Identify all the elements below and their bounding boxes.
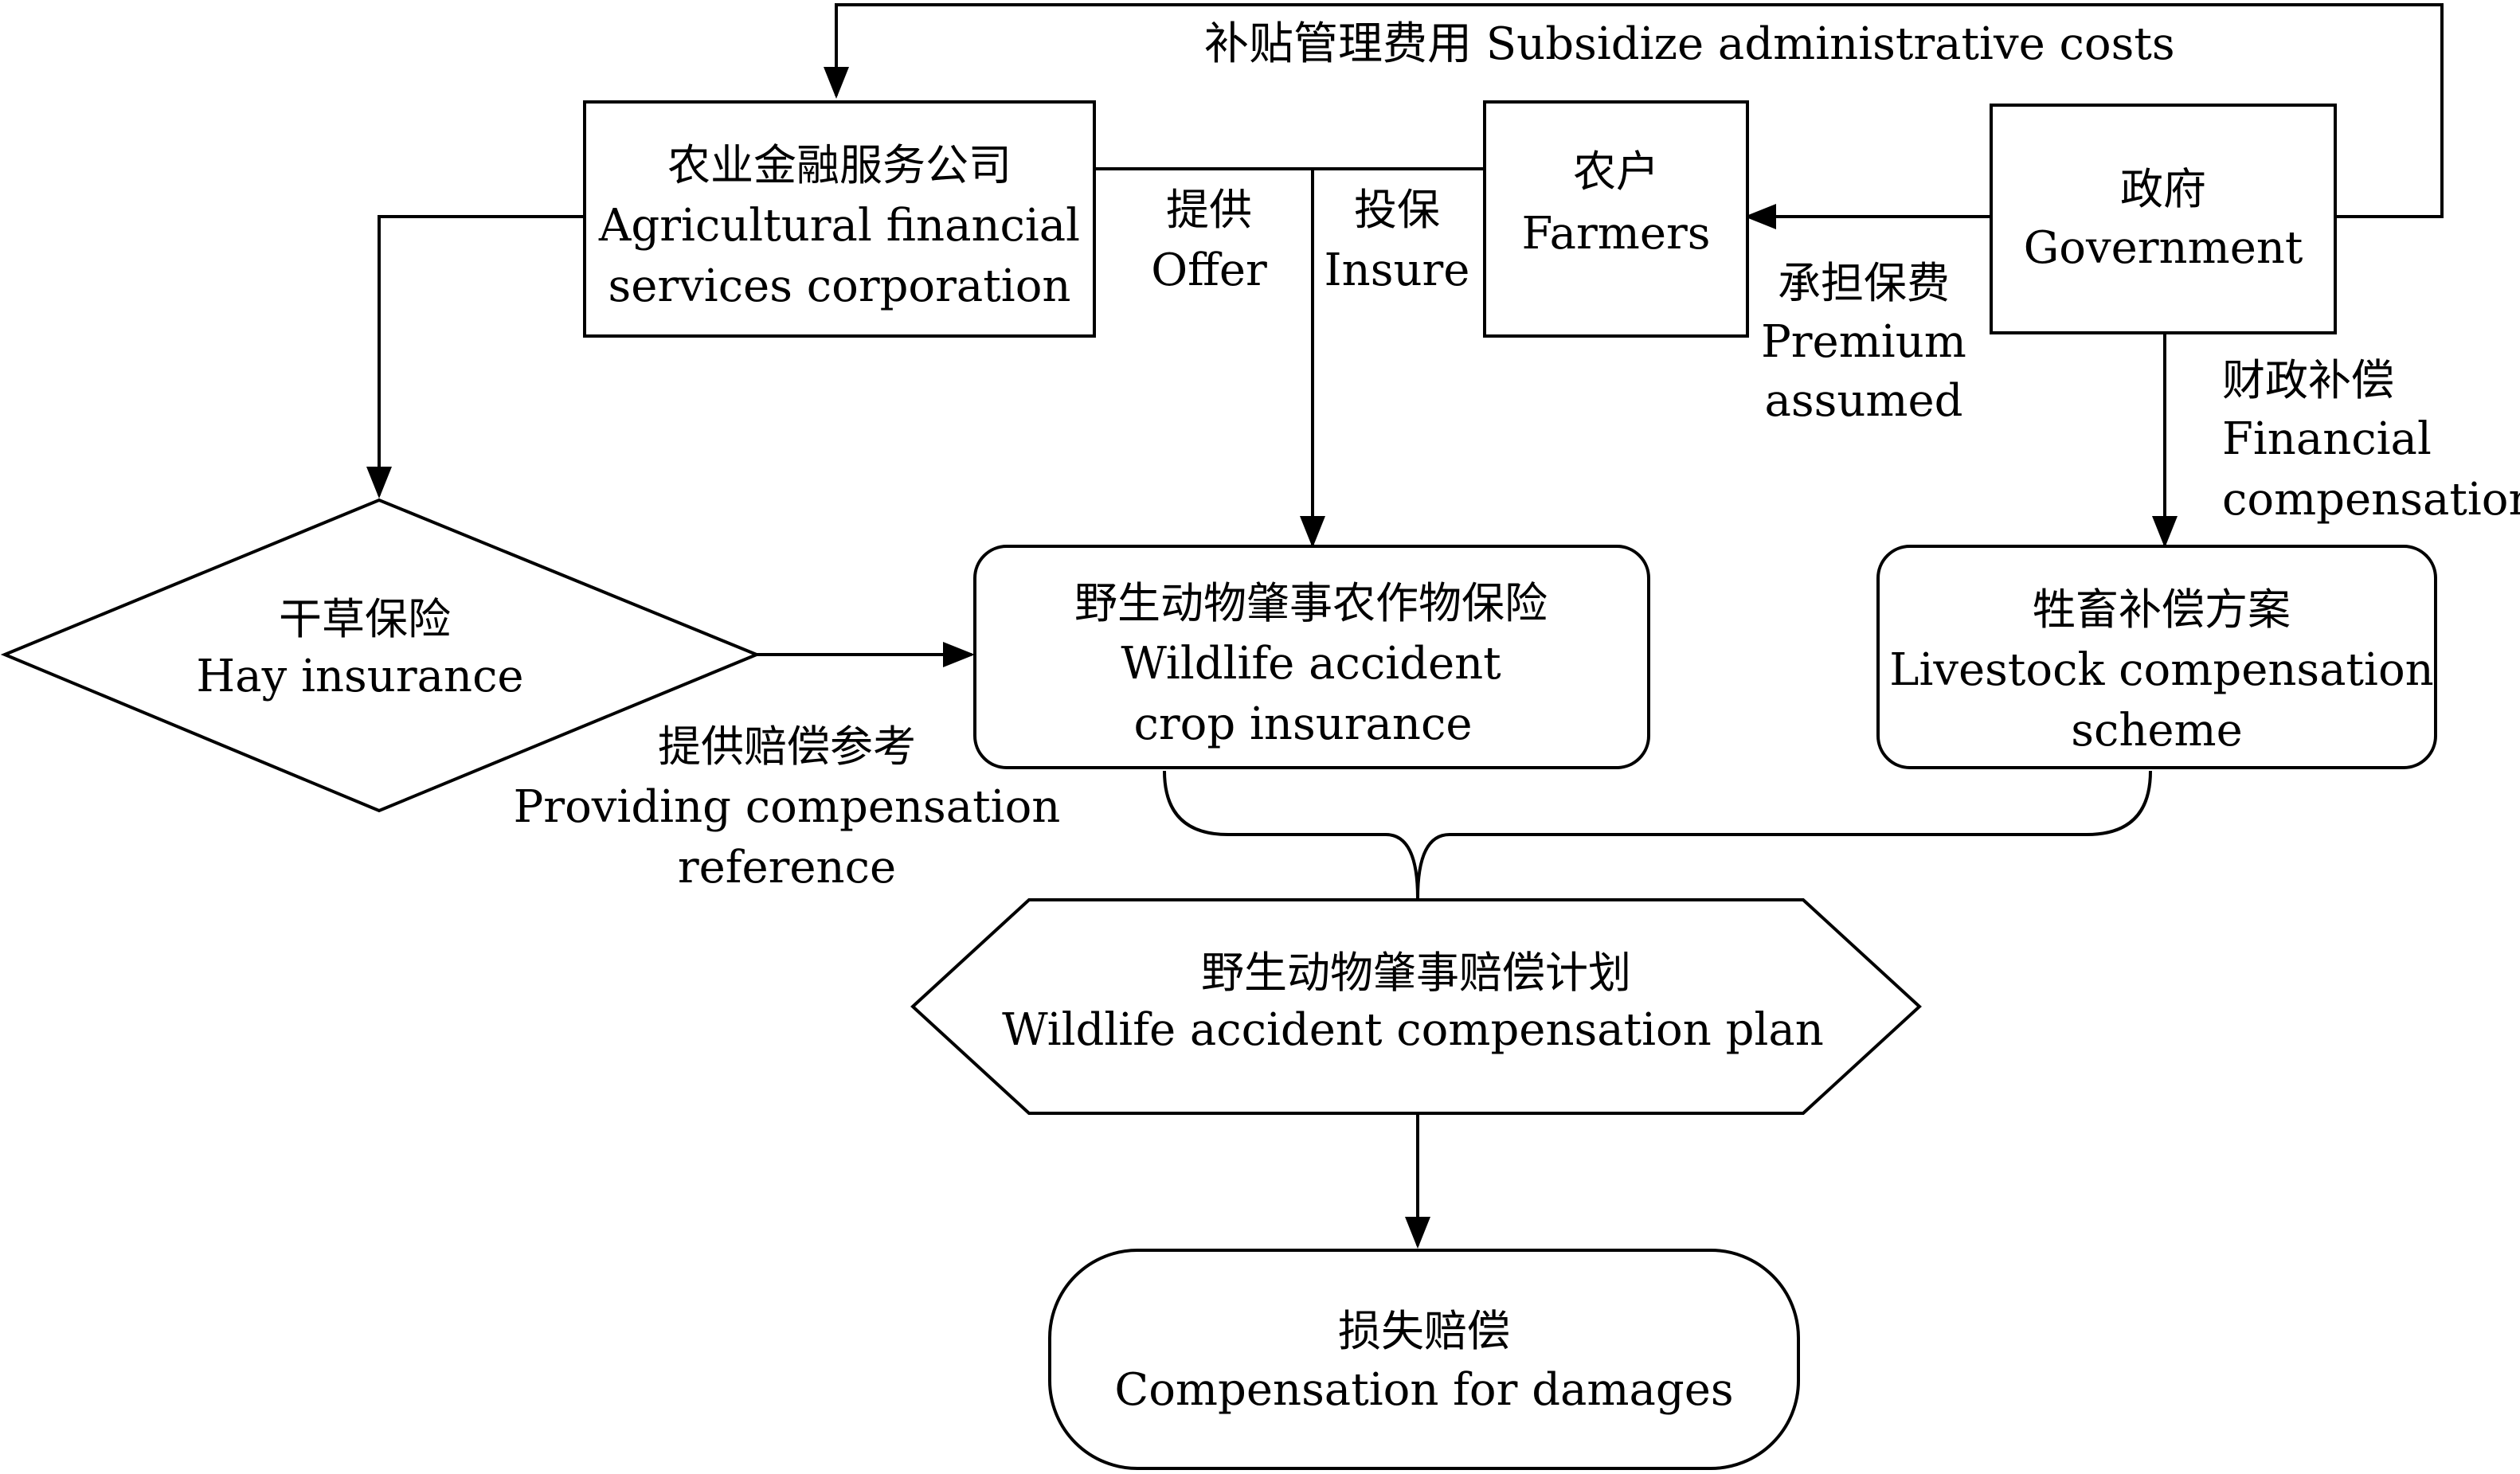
brace-merge (1163, 770, 2152, 899)
node-government: 政府 Government (1990, 104, 2337, 334)
agri-corp-en-1: Agricultural financial (598, 200, 1080, 252)
farmers-en: Farmers (1522, 208, 1711, 260)
label-reference-en-1: Providing compensation (514, 781, 1061, 833)
label-reference-zh: 提供赔偿参考 (658, 721, 916, 772)
label-premium-en-1: Premium (1761, 316, 1966, 368)
compensation-plan-en: Wildlife accident compensation plan (1002, 1004, 1824, 1056)
crop-insurance-en-1: Wildlife accident (1121, 638, 1501, 690)
crop-insurance-en-2: crop insurance (1133, 698, 1472, 750)
agri-corp-zh: 农业金融服务公司 (667, 140, 1012, 190)
label-offer-zh: 提供 (1166, 185, 1252, 235)
node-livestock-scheme: 牲畜补偿方案 Livestock compensation scheme (1876, 545, 2437, 769)
agri-corp-en-2: services corporation (608, 260, 1071, 312)
node-farmers: 农户 Farmers (1483, 100, 1749, 338)
label-premium-en-2: assumed (1764, 375, 1962, 427)
label-reference: 提供赔偿参考 Providing compensation reference (514, 721, 1061, 893)
label-premium-zh: 承担保费 (1778, 258, 1950, 308)
label-insure-en: Insure (1325, 244, 1470, 296)
node-crop-insurance: 野生动物肇事农作物保险 Wildlife accident crop insur… (973, 545, 1650, 769)
label-insure: 投保 Insure (1325, 185, 1470, 296)
edge-subsidize (824, 3, 2444, 218)
damages-en: Compensation for damages (1114, 1364, 1733, 1416)
label-financial-zh: 财政补偿 (2222, 355, 2394, 405)
label-premium: 承担保费 Premium assumed (1761, 258, 1966, 427)
label-offer-en: Offer (1151, 244, 1267, 296)
government-zh: 政府 (2120, 164, 2206, 214)
farmers-zh: 农户 (1573, 147, 1659, 197)
hay-insurance-en: Hay insurance (196, 651, 523, 702)
node-hay-insurance: 干草保险 Hay insurance (0, 498, 761, 813)
label-financial-en-2: compensation (2222, 474, 2520, 526)
label-financial: 财政补偿 Financial compensation (2222, 355, 2520, 526)
label-subsidize: 补贴管理费用 Subsidize administrative costs (1204, 18, 2175, 70)
label-financial-en-1: Financial (2222, 413, 2432, 465)
livestock-scheme-en-1: Livestock compensation (1889, 644, 2433, 696)
node-compensation-plan: 野生动物肇事赔偿计划 Wildlife accident compensatio… (910, 898, 1922, 1115)
hay-insurance-zh: 干草保险 (279, 594, 451, 644)
edge-corp-hay (366, 215, 585, 499)
label-offer: 提供 Offer (1151, 185, 1267, 296)
government-en: Government (2024, 222, 2303, 274)
livestock-scheme-en-2: scheme (2071, 705, 2243, 757)
node-agri-corp: 农业金融服务公司 Agricultural financial services… (583, 100, 1096, 338)
crop-insurance-zh: 野生动物肇事农作物保险 (1074, 578, 1548, 628)
label-reference-en-2: reference (678, 842, 896, 893)
livestock-scheme-zh: 牲畜补偿方案 (2033, 585, 2291, 635)
compensation-plan-zh: 野生动物肇事赔偿计划 (1201, 948, 1631, 998)
node-damages: 损失赔偿 Compensation for damages (1048, 1249, 1800, 1470)
label-insure-zh: 投保 (1354, 185, 1440, 235)
damages-zh: 损失赔偿 (1338, 1306, 1510, 1356)
